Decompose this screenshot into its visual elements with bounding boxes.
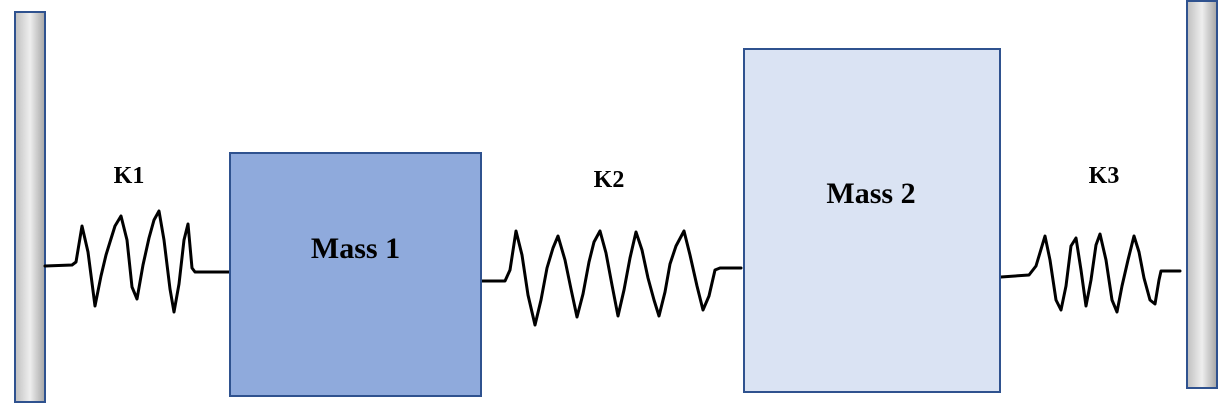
left-wall: [14, 11, 46, 403]
spring-k2: [479, 229, 743, 327]
spring-k1-label: K1: [114, 163, 145, 189]
mass-2-label: Mass 2: [826, 177, 915, 210]
spring-k1: [43, 209, 232, 314]
mass-1-label: Mass 1: [311, 232, 400, 265]
spring-k3: [999, 232, 1182, 314]
mass-1-block: [229, 152, 482, 397]
spring-k2-label: K2: [594, 167, 625, 193]
right-wall: [1186, 0, 1218, 389]
spring-k3-label: K3: [1089, 163, 1120, 189]
mass-2-block: [743, 48, 1001, 393]
